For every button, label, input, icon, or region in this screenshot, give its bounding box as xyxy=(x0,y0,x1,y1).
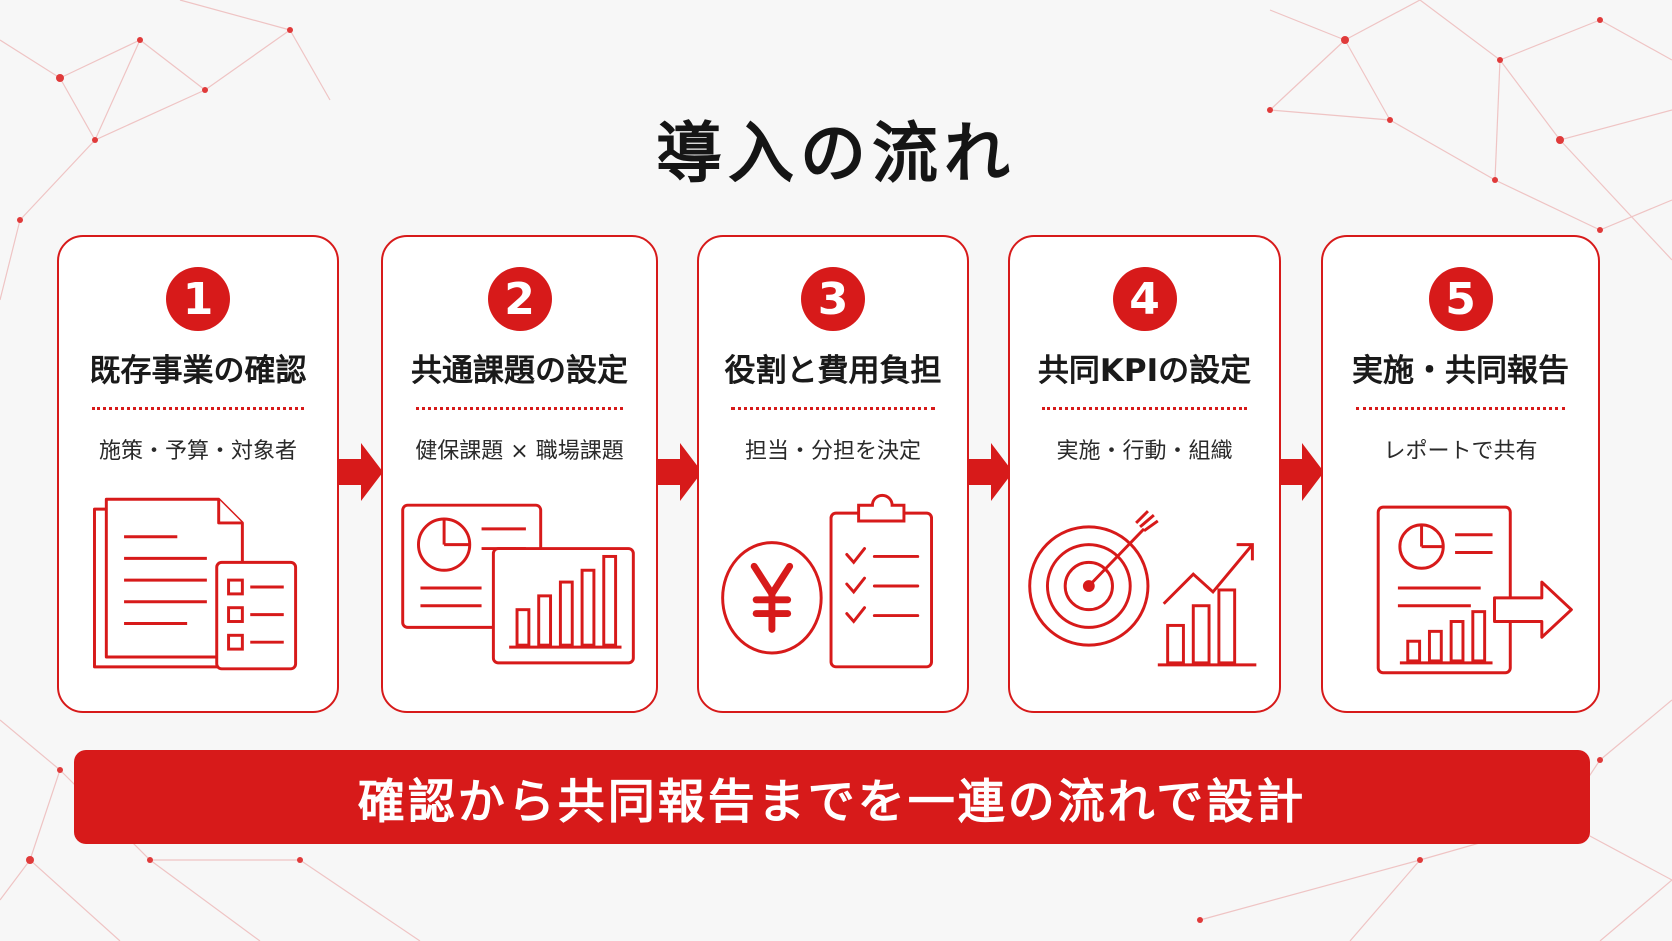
yen-clipboard-icon xyxy=(721,493,934,669)
step-title: 実施・共同報告 xyxy=(1352,353,1569,389)
arrow-right-icon xyxy=(969,443,1013,501)
dotted-divider xyxy=(731,407,935,410)
step-number-badge: 2 xyxy=(487,267,552,331)
report-share-icon xyxy=(1376,505,1573,675)
arrow-right-icon xyxy=(658,443,702,501)
step-subtitle: 実施・行動・組織 xyxy=(1056,439,1233,464)
dotted-divider xyxy=(415,407,624,410)
documents-checklist-icon xyxy=(93,497,298,671)
dotted-divider xyxy=(1356,407,1565,410)
step-subtitle: 施策・予算・対象者 xyxy=(98,439,297,464)
step-card-4: 4 共同KPIの設定 実施・行動・組織 xyxy=(1008,235,1281,713)
step-title: 役割と費用負担 xyxy=(724,353,942,389)
page-title: 導入の流れ xyxy=(656,115,1016,192)
arrow-right-icon xyxy=(1280,443,1324,501)
step-title: 共通課題の設定 xyxy=(411,353,628,389)
target-growth-chart-icon xyxy=(1028,510,1257,667)
step-number-badge: 5 xyxy=(1428,267,1493,331)
step-title: 既存事業の確認 xyxy=(89,353,307,389)
step-number-badge: 1 xyxy=(166,267,230,331)
step-card-1: 1 既存事業の確認 施策・予算・対象者 xyxy=(57,235,339,713)
step-number-badge: 3 xyxy=(801,267,865,331)
step-subtitle: 担当・分担を決定 xyxy=(744,439,921,464)
step-subtitle: 健保課題 × 職場課題 xyxy=(415,439,624,464)
arrow-right-icon xyxy=(339,443,383,501)
step-number-badge: 4 xyxy=(1112,267,1177,331)
step-subtitle: レポートで共有 xyxy=(1383,439,1538,464)
dotted-divider xyxy=(1042,407,1247,410)
dotted-divider xyxy=(92,407,304,410)
step-title: 共同KPIの設定 xyxy=(1037,353,1252,389)
report-charts-icon xyxy=(401,503,635,665)
step-card-2: 2 共通課題の設定 健保課題 × 職場課題 xyxy=(381,235,658,713)
step-card-3: 3 役割と費用負担 担当・分担を決定 xyxy=(697,235,969,713)
step-card-5: 5 実施・共同報告 レポートで共有 xyxy=(1321,235,1600,713)
summary-banner: 確認から共同報告までを一連の流れで設計 xyxy=(74,750,1590,844)
